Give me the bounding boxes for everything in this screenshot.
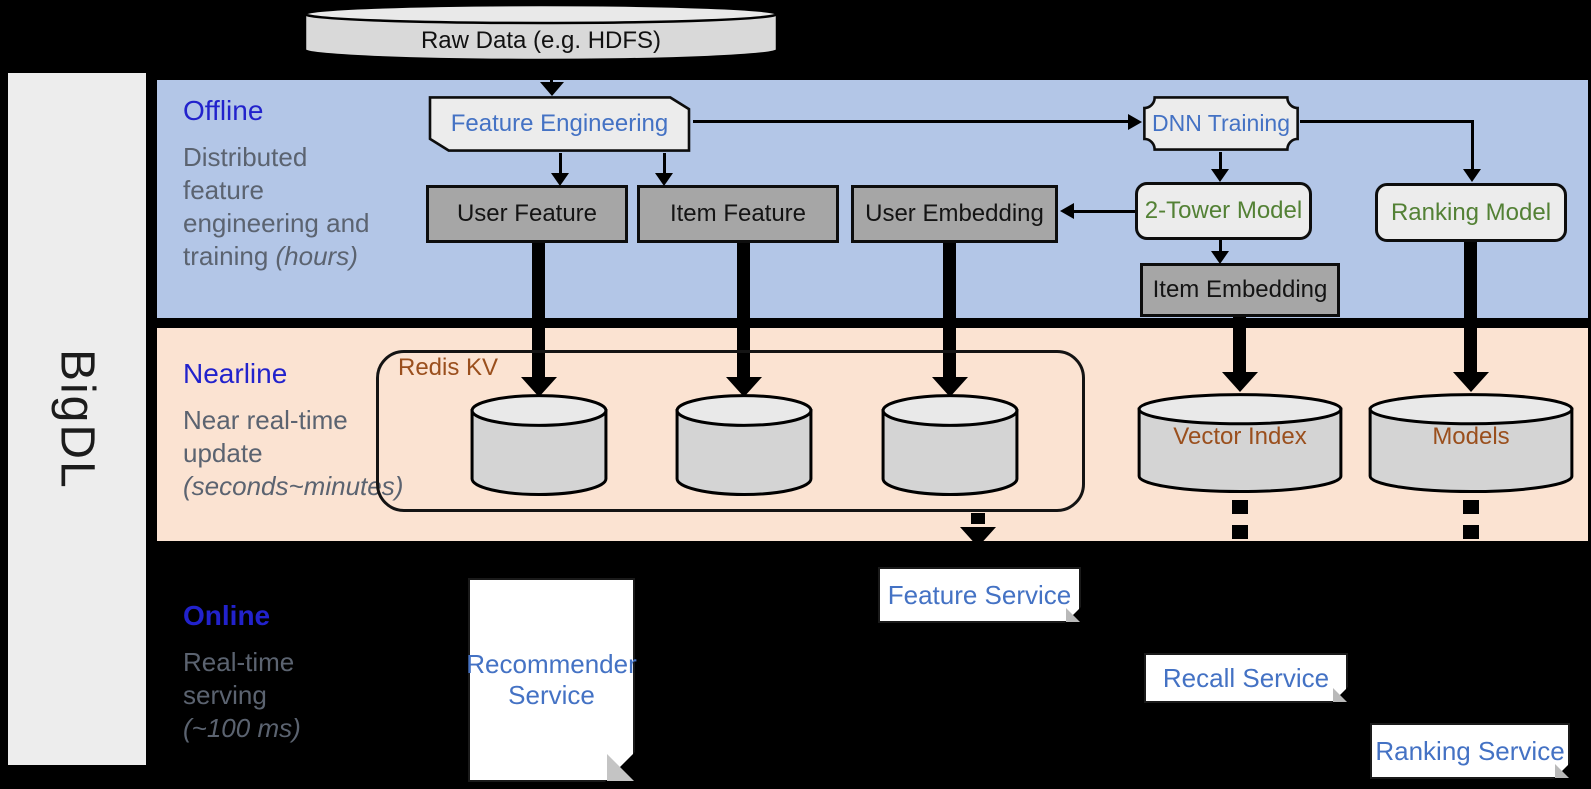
item-embedding-box: Item Embedding [1140, 263, 1340, 317]
user-embedding-box: User Embedding [851, 185, 1058, 243]
redis-cylinder-2 [675, 393, 813, 498]
cylinder-icon [302, 3, 780, 63]
redis-cylinder-3 [881, 393, 1019, 498]
item-feature-label: Item Feature [669, 200, 807, 227]
pipe-item-embedding-head [1222, 372, 1258, 392]
cylinder-icon [675, 393, 813, 498]
arrow-two-tower-to-item-embedding [1219, 240, 1222, 252]
folded-corner-inner-icon [607, 754, 634, 781]
ranking-model-box: Ranking Model [1375, 183, 1567, 242]
dashed-pipe-models-1 [1463, 500, 1479, 514]
cylinder-icon [1367, 392, 1575, 495]
feature-engineering-box: Feature Engineering [426, 95, 693, 153]
pipe-user-feature-to-redis [532, 243, 545, 377]
arrow-fe-to-dnn [693, 120, 1128, 123]
arrow-fe-to-dnn-head [1128, 114, 1142, 130]
redis-cylinder-1 [470, 393, 608, 498]
raw-data-store: Raw Data (e.g. HDFS) [302, 3, 780, 63]
pipe-item-feature-to-redis [737, 243, 750, 377]
item-feature-box: Item Feature [637, 185, 839, 243]
online-title: Online [183, 600, 271, 631]
feature-service-card: Feature Service [878, 567, 1081, 623]
pipe-ranking-model-to-models [1464, 242, 1477, 372]
dnn-training-label: DNN Training [1151, 110, 1291, 136]
arrow-two-tower-to-item-embedding-head [1211, 251, 1229, 264]
arrow-rawdata-to-feature-engineering [550, 62, 553, 84]
folded-corner-inner-icon [1066, 608, 1080, 622]
dashed-pipe-models-2 [1463, 525, 1479, 539]
dashed-pipe-vector-index-2 [1232, 525, 1248, 539]
arrow-fe-to-item-feature-head [655, 173, 673, 186]
bigdl-brand-bar: BigDL [8, 73, 146, 765]
arrow-dnn-to-ranking-head [1463, 169, 1481, 182]
models-store: Models [1367, 392, 1575, 495]
ranking-service-label: Ranking Service [1375, 735, 1565, 766]
offline-title: Offline [183, 95, 264, 126]
plaque-shape [1142, 95, 1300, 152]
ranking-service-card: Ranking Service [1370, 723, 1570, 779]
ranking-model-label: Ranking Model [1390, 198, 1552, 226]
vector-index-label: Vector Index [1173, 422, 1307, 450]
cylinder-icon [1136, 392, 1344, 495]
feature-service-label: Feature Service [887, 579, 1072, 610]
arrow-fe-to-user-feature-head [551, 173, 569, 186]
pipe-user-feature-head [521, 377, 557, 397]
redis-kv-label: Redis KV [398, 354, 499, 381]
redis-kv-container [376, 350, 1085, 512]
user-feature-box: User Feature [426, 185, 628, 243]
user-feature-label: User Feature [456, 200, 598, 227]
pipe-item-embedding-to-vector-index [1233, 317, 1246, 372]
dashed-pipe-redis-head [960, 527, 996, 547]
online-description: Real-time serving (~100 ms) [183, 647, 301, 743]
user-embedding-label: User Embedding [865, 200, 1044, 227]
arrow-dnn-to-ranking-h [1300, 120, 1474, 123]
snip-rect-shape [426, 95, 693, 153]
arrow-two-tower-to-user-embedding-head [1060, 203, 1074, 219]
models-label: Models [1432, 422, 1510, 450]
folded-corner-inner-icon [1555, 764, 1569, 778]
dashed-pipe-vector-index-1 [1232, 500, 1248, 514]
pipe-user-embedding-to-redis [943, 243, 956, 377]
recall-service-card: Recall Service [1144, 653, 1348, 703]
arrow-dnn-to-two-tower-head [1211, 169, 1229, 182]
recommender-service-label: Recommender Service [466, 649, 637, 710]
bigdl-label: BigDL [50, 348, 104, 490]
offline-description: Distributed feature engineering and trai… [183, 142, 370, 271]
arrow-rawdata-head [540, 82, 564, 96]
arrow-dnn-to-ranking-v [1471, 120, 1474, 170]
vector-index-store: Vector Index [1136, 392, 1344, 495]
arrow-two-tower-to-user-embedding [1074, 210, 1135, 213]
nearline-description: Near real-time update (seconds~minutes) [183, 405, 404, 501]
dnn-training-box: DNN Training [1142, 95, 1300, 152]
nearline-title: Nearline [183, 358, 288, 389]
dashed-pipe-redis-to-feature-service [971, 513, 985, 524]
feature-engineering-label: Feature Engineering [450, 110, 669, 137]
pipe-item-feature-head [726, 377, 762, 397]
two-tower-model-label: 2-Tower Model [1144, 197, 1303, 224]
pipe-user-embedding-head [932, 377, 968, 397]
recall-service-label: Recall Service [1162, 662, 1330, 693]
arrow-fe-to-user-feature [559, 153, 562, 174]
recommender-service-card: Recommender Service [466, 578, 637, 782]
pipe-ranking-model-head [1453, 372, 1489, 392]
arrow-dnn-to-two-tower [1219, 152, 1222, 170]
folded-corner-inner-icon [1333, 688, 1347, 702]
item-embedding-label: Item Embedding [1152, 276, 1328, 303]
arrow-fe-to-item-feature [663, 153, 666, 174]
cylinder-icon [881, 393, 1019, 498]
cylinder-icon [470, 393, 608, 498]
raw-data-label: Raw Data (e.g. HDFS) [420, 27, 662, 54]
two-tower-model-box: 2-Tower Model [1135, 182, 1312, 240]
